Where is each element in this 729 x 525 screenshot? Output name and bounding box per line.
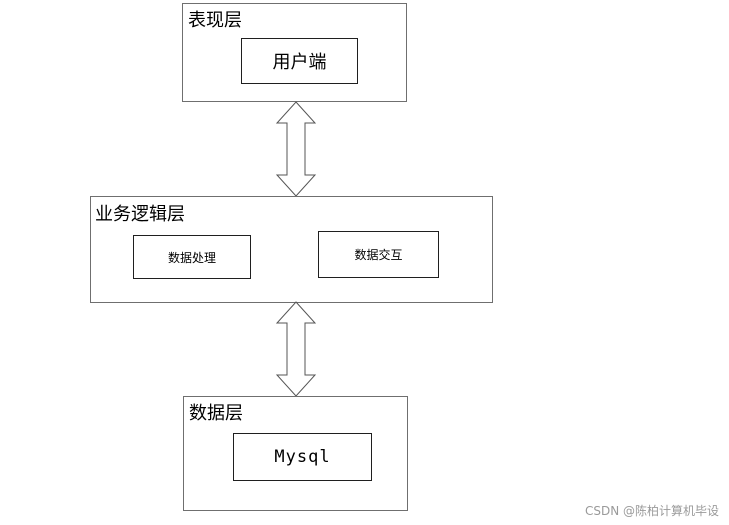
double-arrow-top-shape bbox=[275, 101, 317, 197]
presentation-layer: 表现层 用户端 bbox=[182, 3, 407, 102]
data-layer-title: 数据层 bbox=[189, 403, 243, 424]
data-interaction-box: 数据交互 bbox=[318, 231, 439, 278]
user-client-box: 用户端 bbox=[241, 38, 358, 84]
double-arrow-bottom-shape bbox=[275, 301, 317, 397]
data-layer: 数据层 Mysql bbox=[183, 396, 408, 511]
presentation-layer-title: 表现层 bbox=[188, 10, 242, 31]
double-arrow-bottom bbox=[275, 301, 317, 397]
double-arrow-top bbox=[275, 101, 317, 197]
business-logic-layer: 业务逻辑层 数据处理 数据交互 bbox=[90, 196, 493, 303]
data-processing-box: 数据处理 bbox=[133, 235, 251, 279]
watermark-text: CSDN @陈柏计算机毕设 bbox=[584, 504, 719, 518]
mysql-box: Mysql bbox=[233, 433, 372, 481]
business-logic-layer-title: 业务逻辑层 bbox=[95, 204, 185, 225]
